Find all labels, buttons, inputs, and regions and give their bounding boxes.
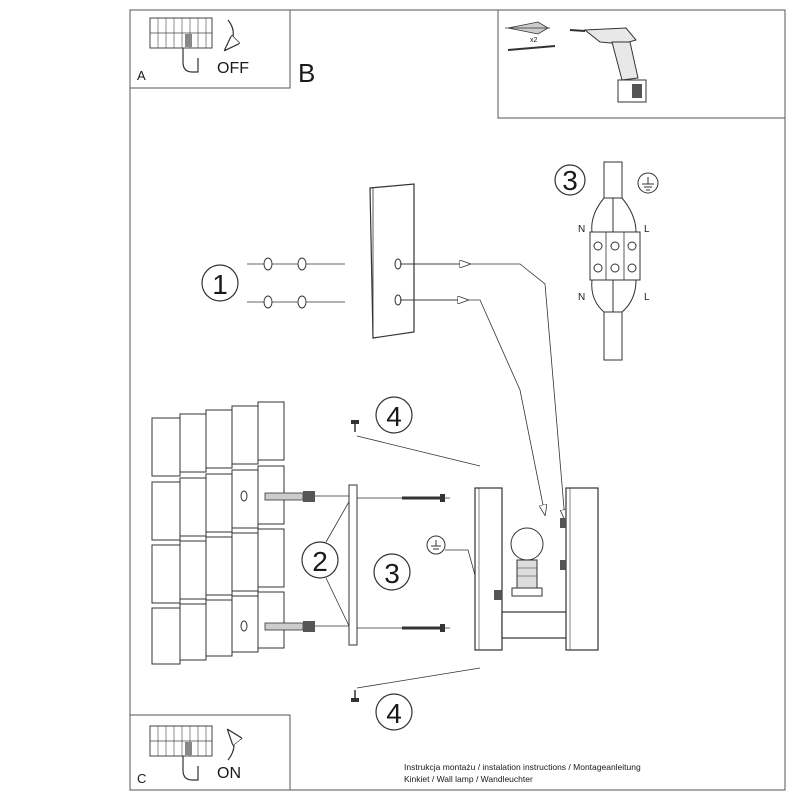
lamp-backplate [474,487,503,651]
step-4-bottom: 4 [351,690,413,731]
page-frame [129,9,786,791]
footer-product: Kinkiet / Wall lamp / Wandleuchter [404,774,533,784]
bracket-screw-bottom [402,624,445,632]
step-2-callout: 2 [312,546,328,577]
step-4-top: 4 [351,396,413,434]
power-drill-icon [569,27,647,103]
wiring-detail: 3 N L N L [554,161,659,361]
nut-icon [297,257,307,271]
step-1-callout: 1 [212,269,228,300]
mounting-bracket [348,484,358,646]
panel-b-letter: B [298,58,315,88]
panel-c: C ON [129,714,291,791]
washer-icon [263,257,273,271]
wall-plug-top [264,491,350,502]
terminal-block-icon [149,725,213,757]
panel-a-letter: A [137,68,146,83]
lamp-arm [501,611,568,639]
ground-icon [637,172,659,194]
wire-n-top: N [578,224,585,235]
panel-c-letter: C [137,771,146,786]
nut-icon [297,295,307,309]
anchor-quantity: x2 [530,37,538,44]
wall-anchor-icon [505,21,550,35]
plate-arrow-top [400,263,565,520]
washer-icon [263,295,273,309]
ground-icon [426,535,446,555]
step-2: 2 [301,484,450,646]
wire-l-top: L [644,224,650,235]
mounting-plate [369,183,415,339]
wire-l-bottom: L [644,292,650,303]
wall-lamp [356,435,599,689]
step-1: 1 [201,183,565,520]
step-4-top-callout: 4 [386,401,402,432]
step-3-callout: 3 [384,558,400,589]
cap-screw-bottom-icon [351,690,359,702]
step-3: 3 [373,535,476,591]
switch-down-arrow-icon [225,19,233,50]
hand-icon [182,48,199,73]
lamp-front-plate [565,487,599,651]
switch-up-arrow-icon [228,730,234,761]
step-4-bottom-callout: 4 [386,698,402,729]
footer-instructions: Instrukcja montażu / instalation instruc… [404,762,641,772]
screw-icon [507,45,556,51]
panel-a-state: OFF [217,60,249,77]
hand-icon [182,756,199,781]
terminal-block-icon [149,17,213,49]
cap-screw-top-icon [351,420,359,432]
wire-n-bottom: N [578,292,585,303]
wiring-callout: 3 [562,165,578,196]
brick-wall [151,401,285,665]
plate-arrow-bottom [400,299,545,515]
panel-c-state: ON [217,765,241,782]
wall-plug-bottom [264,621,350,632]
light-bulb-icon [510,527,544,597]
panel-a: A OFF [129,9,291,89]
tools-box: x2 [497,9,786,119]
bracket-screw-top [402,494,445,502]
